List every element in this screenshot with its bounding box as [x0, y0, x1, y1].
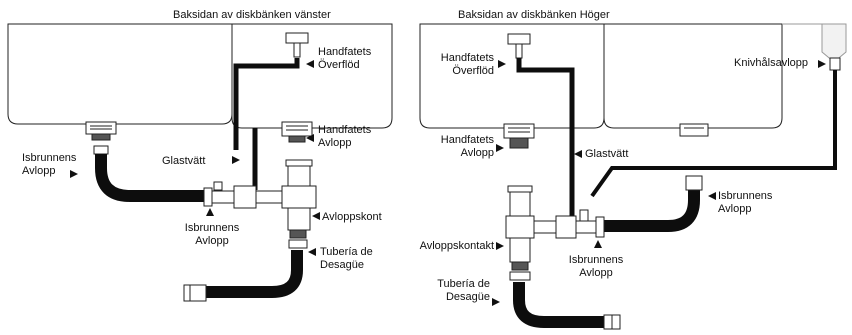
left-diagram [7, 23, 393, 302]
left-overflow-label: Handfatets Överflöd [318, 46, 371, 72]
arrow-left-faucet-drain [306, 134, 314, 142]
right-knife-drain-fitting [829, 57, 841, 71]
right-faucet-drain-label-line1: Handfatets [440, 134, 494, 146]
left-tee-assembly [203, 159, 317, 249]
arrow-right-glass [574, 150, 582, 158]
left-diagram-title: Baksidan av diskbänken vänster [173, 9, 331, 21]
arrow-right-ice-a [708, 192, 716, 200]
left-ice-drain-hose [95, 154, 204, 202]
left-faucet-drain-label-line2: Avlopp [318, 137, 352, 149]
arrow-right-faucet-drain [496, 144, 504, 152]
arrow-left-desague [308, 248, 316, 256]
left-drain-pipe-label-line1: Tubería de [320, 246, 373, 258]
right-ice-bin-drain-fitting [679, 123, 709, 137]
arrow-left-overflow [306, 60, 314, 68]
right-ice-drain-cap [685, 175, 703, 191]
right-faucet-drain-label: Handfatets Avlopp [430, 134, 494, 160]
left-overflow-label-line2: Överflöd [318, 59, 360, 71]
left-ice-drain-label-a-line1: Isbrunnens [22, 152, 77, 164]
right-ice-drain-label-a-line2: Avlopp [718, 203, 752, 215]
arrow-left-ice-b [206, 208, 214, 216]
right-ice-drain-label-a: Isbrunnens Avlopp [718, 190, 772, 216]
left-desague-hose [204, 250, 303, 298]
left-hand-sink-basin [231, 23, 393, 129]
left-ice-drain-label-a: Isbrunnens Avlopp [22, 152, 76, 178]
right-knife-well [782, 23, 847, 63]
left-overflow-fitting [285, 32, 309, 58]
right-drain-pipe-label-line1: Tubería de [437, 278, 490, 290]
left-drain-pipe-label-line2: Desagüe [320, 259, 365, 271]
left-ice-bin-basin [7, 23, 233, 125]
left-overflow-hose [233, 58, 300, 150]
right-overflow-hose [516, 58, 575, 222]
arrow-right-ice-b [594, 240, 602, 248]
right-overflow-label: Handfatets Överflöd [428, 52, 494, 78]
left-hand-sink-drain-fitting [281, 121, 313, 143]
right-faucet-drain-label-line2: Avlopp [460, 147, 494, 159]
right-glass-washer-label: Glastvätt [585, 148, 629, 160]
right-overflow-label-line1: Handfatets [440, 52, 494, 64]
right-overflow-label-line2: Överflöd [452, 65, 494, 77]
right-ice-drain-label-b-line2: Avlopp [579, 267, 613, 279]
left-faucet-drain-label: Handfatets Avlopp [318, 124, 371, 150]
left-pipe-end [183, 284, 207, 302]
arrow-right-contact [496, 242, 504, 250]
right-diagram [419, 23, 847, 330]
arrow-left-glass [232, 156, 240, 164]
arrow-left-contact [312, 212, 320, 220]
right-desague-hose [513, 282, 604, 328]
right-pipe-end [603, 314, 621, 330]
left-glass-washer-label: Glastvätt [162, 155, 206, 167]
right-tee-assembly [505, 185, 605, 281]
left-drain-pipe-label: Tubería de Desagüe [320, 246, 373, 272]
left-faucet-drain-label-line1: Handfatets [318, 124, 372, 136]
arrow-right-desague [492, 298, 500, 306]
left-ice-drain-label-b-line2: Avlopp [195, 235, 229, 247]
right-knife-drain-hose [590, 70, 837, 198]
right-hand-sink-drain-fitting [503, 123, 535, 149]
right-ice-drain-label-b: Isbrunnens Avlopp [560, 254, 632, 280]
left-ice-bin-drain-fitting [85, 121, 117, 155]
left-overflow-label-line1: Handfatets [318, 46, 372, 58]
left-drain-contact-label: Avloppskont [322, 211, 382, 223]
left-ice-drain-label-b: Isbrunnens Avlopp [180, 222, 244, 248]
right-drain-pipe-label: Tubería de Desagüe [430, 278, 490, 304]
right-ice-drain-label-a-line1: Isbrunnens [718, 190, 773, 202]
right-ice-drain-hose [604, 190, 700, 232]
right-drain-contact-label: Avloppskontakt [419, 240, 494, 252]
right-knife-drain-label: Knivhålsavlopp [734, 57, 808, 69]
right-diagram-title: Baksidan av diskbänken Höger [458, 9, 610, 21]
right-ice-drain-label-b-line1: Isbrunnens [568, 254, 624, 266]
arrow-right-knife [818, 60, 826, 68]
left-ice-drain-label-b-line1: Isbrunnens [184, 222, 240, 234]
arrow-right-overflow [498, 60, 506, 68]
right-drain-pipe-label-line2: Desagüe [445, 291, 490, 303]
right-ice-bin-basin [603, 23, 783, 129]
left-ice-drain-label-a-line2: Avlopp [22, 165, 56, 177]
arrow-left-ice-a [70, 170, 78, 178]
